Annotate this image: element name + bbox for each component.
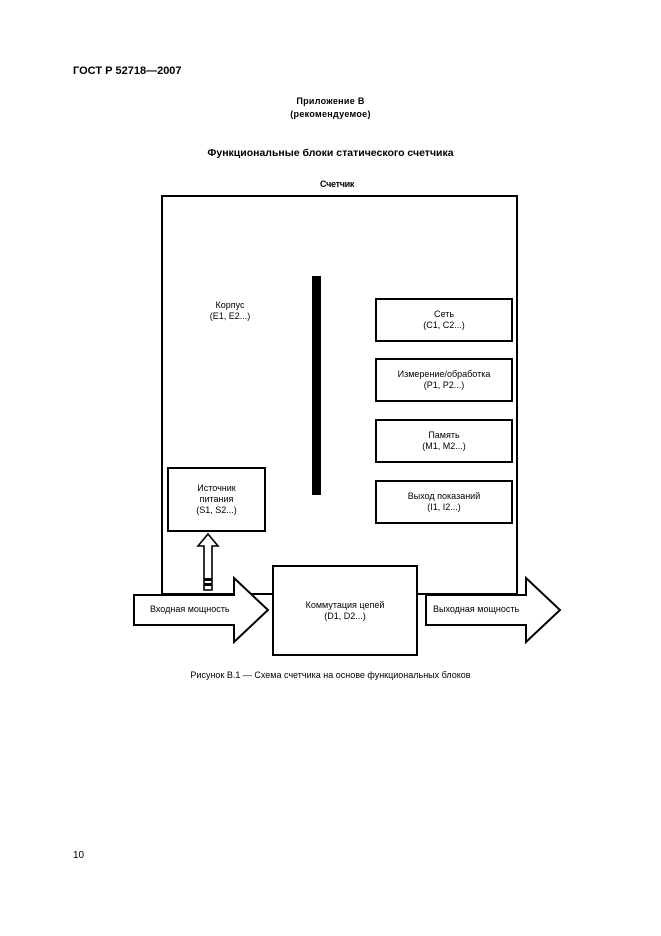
page-number: 10 [73,850,85,861]
block-codes: (I1, I2...) [427,502,461,512]
power-supply-name-2: питания [199,494,234,504]
housing-label: Корпус (Е1, Е2...) [185,300,275,322]
appendix-note: (рекомендуемое) [290,109,371,119]
input-power-arrow [133,576,270,644]
power-supply-codes: (S1, S2...) [196,505,237,515]
output-power-label: Выходная мощность [433,604,520,614]
meter-label: Счетчик [320,179,355,189]
memory-block: Память (М1, М2...) [375,419,513,463]
readout-block: Выход показаний (I1, I2...) [375,480,513,524]
switching-block: Коммутация цепей (D1, D2...) [272,565,418,656]
block-name: Память [428,430,460,440]
measurement-block: Измерение/обработка (Р1, Р2...) [375,358,513,402]
figure-title: Функциональные блоки статического счетчи… [207,147,454,159]
power-supply-name-1: Источник [197,483,236,493]
block-codes: (М1, М2...) [422,441,466,451]
power-supply-block: Источник питания (S1, S2...) [167,467,266,532]
output-power-arrow [425,576,562,644]
block-codes: (Р1, Р2...) [423,380,465,390]
housing-codes: (Е1, Е2...) [209,311,251,321]
power-feed-arrow [196,532,220,591]
housing-name: Корпус [215,300,245,310]
block-codes: (С1, С2...) [423,320,465,330]
block-name: Измерение/обработка [397,369,491,379]
switching-name: Коммутация цепей [305,599,385,610]
power-bus [312,276,321,495]
power-bus-label: Шина питания [311,356,321,416]
standard-header: ГОСТ Р 52718—2007 [73,65,182,77]
network-block: Сеть (С1, С2...) [375,298,513,342]
input-power-label: Входная мощность [150,604,230,614]
appendix-title: Приложение В [296,96,365,106]
block-name: Выход показаний [407,491,481,501]
block-name: Сеть [433,309,455,319]
figure-caption: Рисунок В.1 — Схема счетчика на основе ф… [190,670,471,680]
switching-codes: (D1, D2...) [324,610,366,621]
